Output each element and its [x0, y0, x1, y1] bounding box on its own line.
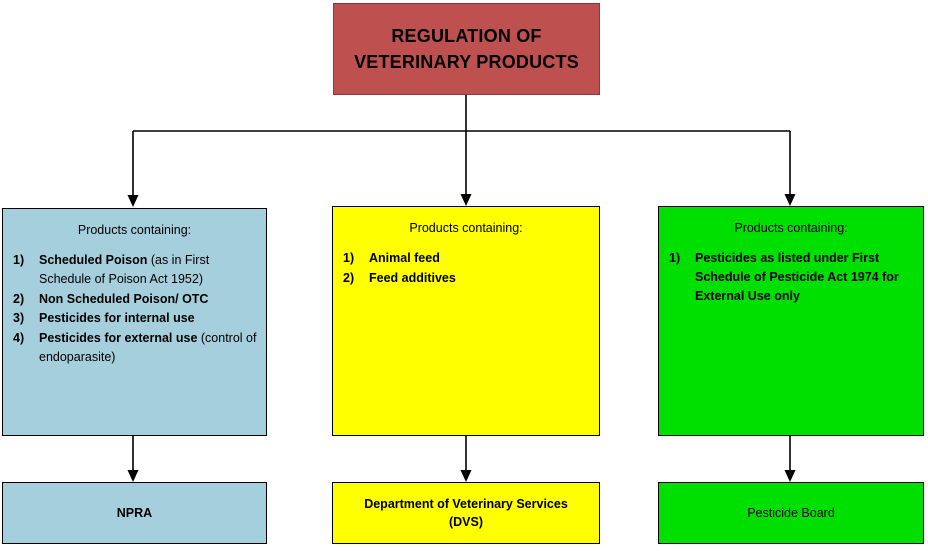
category-list-dvs: 1) Animal feed 2) Feed additives	[333, 249, 599, 288]
list-item-bold: Pesticides for external use	[39, 331, 198, 345]
list-item: 4) Pesticides for external use (control …	[13, 329, 258, 367]
list-item: 2) Feed additives	[343, 269, 591, 288]
agency-label-pesticide-board: Pesticide Board	[747, 505, 835, 520]
agency-label-dvs-line2: (DVS)	[448, 515, 483, 529]
category-box-pesticide: Products containing: 1) Pesticides as li…	[658, 206, 924, 436]
list-item-number: 1)	[669, 251, 681, 265]
list-item-number: 2)	[343, 270, 355, 285]
list-item-number: 1)	[13, 253, 25, 267]
list-item-number: 4)	[13, 331, 25, 345]
list-item-bold: Scheduled Poison	[39, 253, 148, 267]
agency-box-npra: NPRA	[2, 482, 267, 544]
list-item-bold: Pesticides as listed under First Schedul…	[695, 251, 899, 303]
title-line-1: REGULATION OF	[391, 25, 542, 46]
category-box-dvs: Products containing: 1) Animal feed 2) F…	[332, 206, 600, 436]
agency-label-dvs: Department of Veterinary Services (DVS)	[364, 495, 568, 531]
list-item-bold: Non Scheduled Poison/ OTC	[39, 291, 209, 306]
list-item: 1) Animal feed	[343, 249, 591, 268]
list-item: 1) Pesticides as listed under First Sche…	[669, 249, 915, 305]
list-item-number: 1)	[343, 251, 355, 265]
agency-label-dvs-line1: Department of Veterinary Services	[364, 496, 568, 511]
category-heading-dvs: Products containing:	[409, 221, 523, 235]
list-item-rest: (control of endoparasite)	[39, 331, 257, 364]
diagram-title-box: REGULATION OF VETERINARY PRODUCTS	[333, 3, 600, 95]
category-box-npra: Products containing: 1) Scheduled Poison…	[2, 208, 267, 436]
category-list-pesticide: 1) Pesticides as listed under First Sche…	[659, 249, 923, 305]
category-heading-pesticide: Products containing:	[734, 221, 848, 235]
diagram-title-text: REGULATION OF VETERINARY PRODUCTS	[354, 23, 579, 75]
list-item-bold: Feed additives	[369, 270, 456, 285]
agency-box-dvs: Department of Veterinary Services (DVS)	[332, 482, 600, 544]
agency-label-npra: NPRA	[116, 505, 153, 520]
list-item: 1) Scheduled Poison (as in First Schedul…	[13, 251, 258, 289]
category-list-npra: 1) Scheduled Poison (as in First Schedul…	[3, 251, 266, 367]
list-item: 2) Non Scheduled Poison/ OTC	[13, 290, 258, 309]
agency-box-pesticide-board: Pesticide Board	[658, 482, 924, 544]
list-item-number: 3)	[13, 311, 25, 326]
list-item-bold: Pesticides for internal use	[39, 311, 195, 326]
list-item-number: 2)	[13, 291, 25, 306]
list-item-rest: (as in First Schedule of Poison Act 1952…	[39, 253, 210, 286]
list-item: 3) Pesticides for internal use	[13, 309, 258, 328]
category-heading-npra: Products containing:	[77, 223, 192, 237]
title-line-2: VETERINARY PRODUCTS	[354, 52, 579, 72]
list-item-bold: Animal feed	[369, 251, 440, 265]
